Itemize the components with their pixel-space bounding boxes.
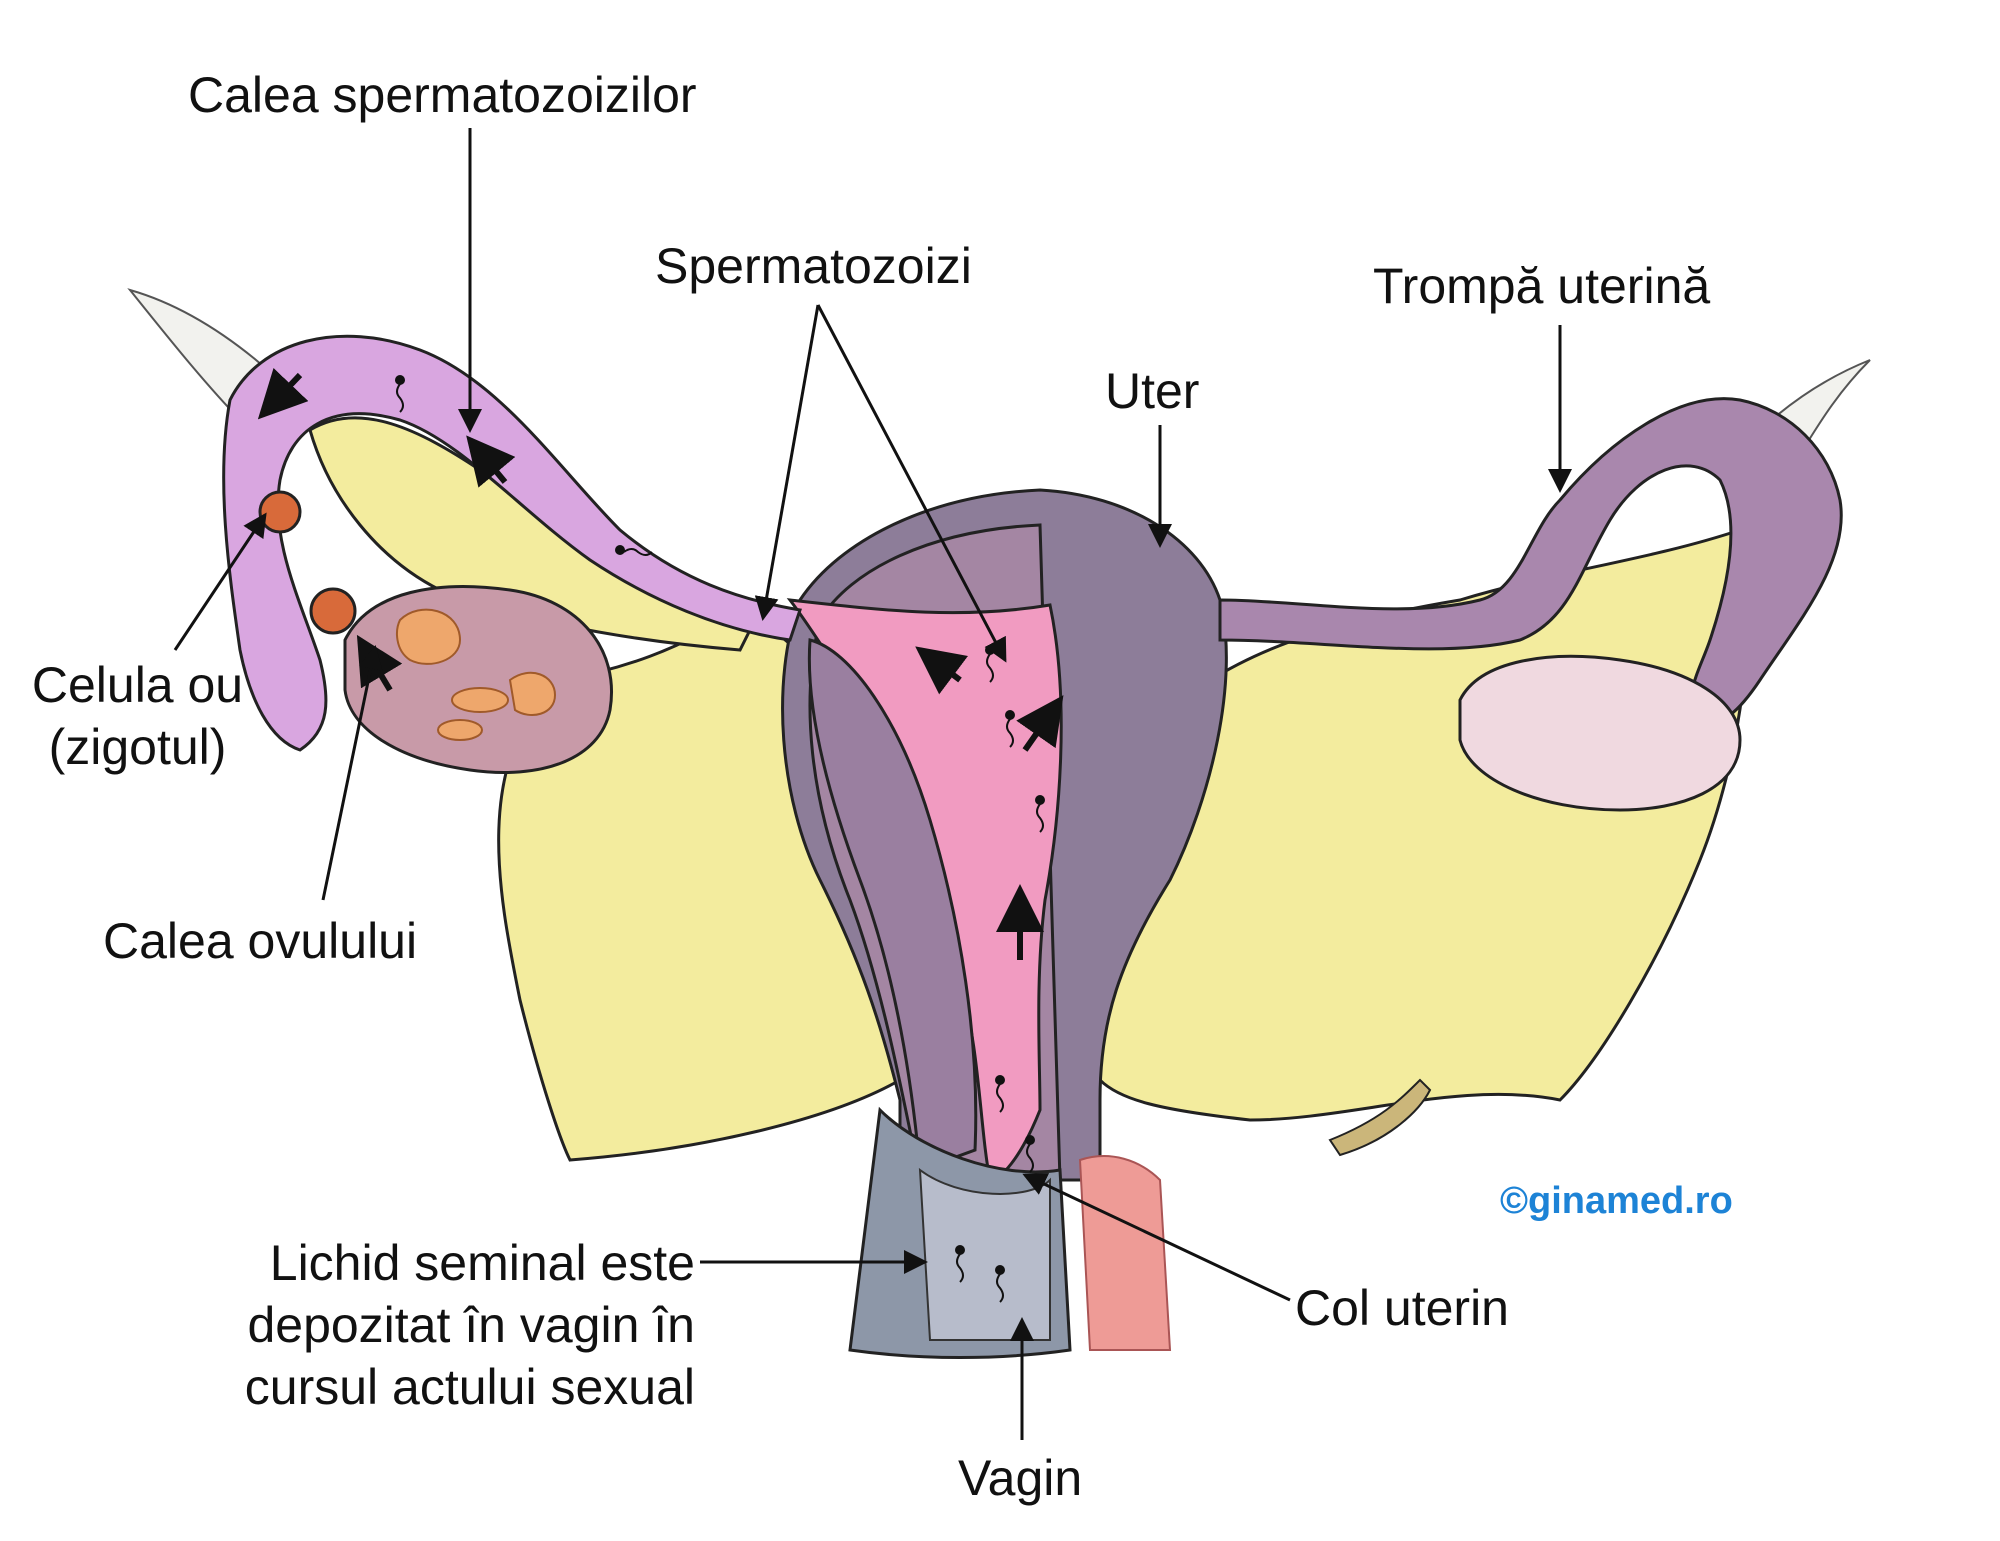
- label-sperm-path: Calea spermatozoizilor: [188, 67, 697, 123]
- label-ovum-path: Calea ovulului: [103, 913, 418, 969]
- label-egg-cell-line1: Celula ou: [31, 657, 244, 713]
- label-seminal-line3: cursul actului sexual: [244, 1359, 695, 1415]
- fallopian-tube-right: [1218, 397, 1843, 725]
- label-spermatozoa: Spermatozoizi: [655, 238, 972, 294]
- sperm-cells: [395, 375, 1045, 1303]
- label-egg-cell: Celula ou (zigotul): [10, 654, 265, 778]
- vagina-lumen: [918, 1167, 1051, 1341]
- uterus-inner-fold: [807, 638, 978, 1173]
- follicle-3: [451, 687, 509, 713]
- label-cervix: Col uterin: [1295, 1280, 1509, 1336]
- label-seminal-line1: Lichid seminal este: [269, 1235, 695, 1291]
- flow-arrow-cavity-2: [1016, 695, 1064, 752]
- follicle-4: [437, 719, 483, 741]
- leader-cervix: [1022, 1173, 1291, 1302]
- ovary-right: [1458, 654, 1742, 812]
- label-uterus: Uter: [1105, 363, 1200, 419]
- label-egg-cell-line2: (zigotul): [48, 719, 227, 775]
- follicle-2: [508, 671, 557, 716]
- credit-watermark: ©ginamed.ro: [1500, 1180, 1733, 1222]
- follicle-1: [396, 608, 462, 665]
- leader-sperm-2: [816, 304, 1007, 663]
- label-vagina: Vagin: [958, 1450, 1083, 1506]
- label-seminal-fluid: Lichid seminal este depozitat în vagin î…: [155, 1232, 695, 1418]
- leader-sperm-1: [754, 304, 820, 621]
- label-fallopian-tube: Trompă uterină: [1373, 258, 1711, 314]
- leader-egg: [173, 512, 267, 651]
- muscle-strip: [1078, 1155, 1172, 1351]
- leader-ovum-path: [321, 645, 383, 901]
- egg-cell-zygote: [258, 490, 302, 534]
- flow-arrow-cavity-1: [915, 646, 968, 695]
- flow-arrow-tube-1: [257, 368, 309, 420]
- label-seminal-line2: depozitat în vagin în: [247, 1297, 695, 1353]
- round-ligament: [1328, 1078, 1432, 1157]
- egg-cell-ovulated: [309, 587, 357, 635]
- flow-arrow-tube-2: [466, 435, 516, 488]
